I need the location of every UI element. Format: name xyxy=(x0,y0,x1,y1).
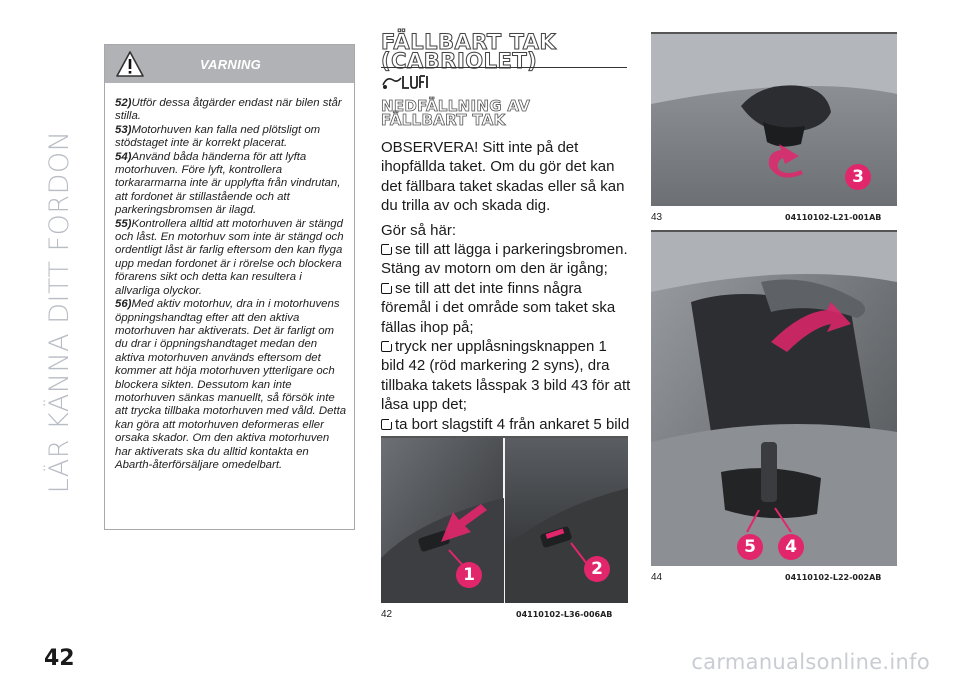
figure-top-rule xyxy=(651,230,897,232)
chapter-side-title: LÄR KÄNNA DITT FORDON xyxy=(44,130,75,494)
variant-icon xyxy=(382,75,428,89)
callout-marker: 2 xyxy=(584,556,610,582)
step-item: tryck ner upplåsningsknappen 1 bild 42 (… xyxy=(381,338,631,414)
step-item: se till att det inte finns några föremål… xyxy=(381,279,616,336)
instruction-text: OBSERVERA! Sitt inte på det ihopfällda t… xyxy=(381,138,633,454)
checkbox-bullet-icon xyxy=(381,242,394,256)
figure-43-illustration xyxy=(651,34,897,206)
warning-body: 52)Utför dessa åtgärder endast när bilen… xyxy=(105,83,354,472)
step-item: se till att lägga i parkeringsbromen. St… xyxy=(381,241,628,278)
figure-code: 04110102-L21-001AB xyxy=(785,213,882,222)
section-divider xyxy=(381,67,627,68)
figure-top-rule xyxy=(381,436,628,438)
warning-triangle-icon xyxy=(116,51,144,77)
warning-item: 55)Kontrollera alltid att motorhuven är … xyxy=(115,217,344,297)
warning-item: 52)Utför dessa åtgärder endast när bilen… xyxy=(115,97,342,123)
watermark-text: carmanualsonline.info xyxy=(691,650,930,674)
warning-item: 53)Motorhuven kan falla ned plötsligt om… xyxy=(115,123,321,150)
section-title: FÄLLBART TAK (CABRIOLET) xyxy=(381,30,557,73)
checkbox-bullet-icon xyxy=(381,339,394,353)
callout-marker: 4 xyxy=(778,534,804,560)
figure-top-rule xyxy=(651,32,897,34)
warning-box: VARNING 52)Utför dessa åtgärder endast n… xyxy=(104,44,355,530)
figure-code: 04110102-L22-002AB xyxy=(785,573,882,582)
checkbox-bullet-icon xyxy=(381,280,394,294)
checkbox-bullet-icon xyxy=(381,416,394,430)
callout-marker: 5 xyxy=(737,534,763,560)
warning-header: VARNING xyxy=(105,45,354,83)
figure-44-illustration xyxy=(651,232,897,566)
figure-code: 04110102-L36-006AB xyxy=(516,610,613,619)
figure-44-image: 5 4 xyxy=(651,232,897,566)
figure-43-image: 3 xyxy=(651,34,897,206)
warning-item: 54)Använd båda händerna för att lyfta mo… xyxy=(115,150,341,217)
intro-paragraph: OBSERVERA! Sitt inte på det ihopfällda t… xyxy=(381,139,625,215)
figure-number: 42 xyxy=(381,609,393,620)
callout-marker: 3 xyxy=(845,164,871,190)
figure-number: 43 xyxy=(651,212,663,223)
callout-marker: 1 xyxy=(456,562,482,588)
page-number: 42 xyxy=(44,646,75,671)
warning-title: VARNING xyxy=(200,57,262,72)
warning-item: 56)Med aktiv motorhuv, dra in i motorhuv… xyxy=(115,298,347,471)
figure-number: 44 xyxy=(651,572,663,583)
figure-42-image: 1 2 xyxy=(381,438,628,603)
sub-title: NEDFÄLLNING AV FÄLLBART TAK xyxy=(381,97,531,129)
lead-paragraph: Gör så här: xyxy=(381,221,457,239)
